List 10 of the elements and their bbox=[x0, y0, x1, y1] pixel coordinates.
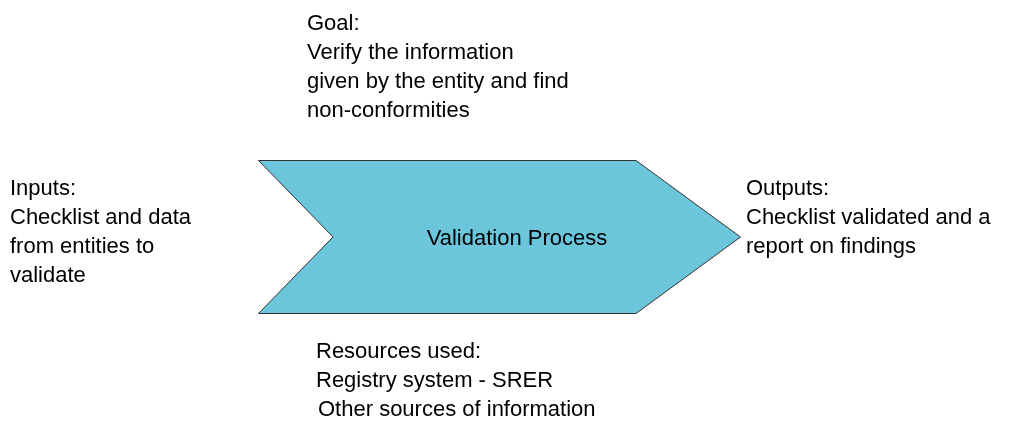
heading: Resources used: bbox=[316, 337, 482, 365]
description-text: Checklist and data from entities to validate bbox=[10, 203, 192, 289]
description-text: Other sources of information bbox=[318, 395, 596, 423]
heading: Inputs: bbox=[10, 174, 77, 202]
heading: Goal: bbox=[307, 9, 360, 37]
description-text: Verify the information given by the entity and find non-conformities bbox=[307, 38, 569, 124]
description-text: Registry system - SRER bbox=[316, 366, 554, 394]
process-label: Validation Process bbox=[426, 223, 608, 252]
heading: Outputs: bbox=[746, 174, 830, 202]
description-text: Checklist validated and a report on findings bbox=[746, 203, 992, 260]
